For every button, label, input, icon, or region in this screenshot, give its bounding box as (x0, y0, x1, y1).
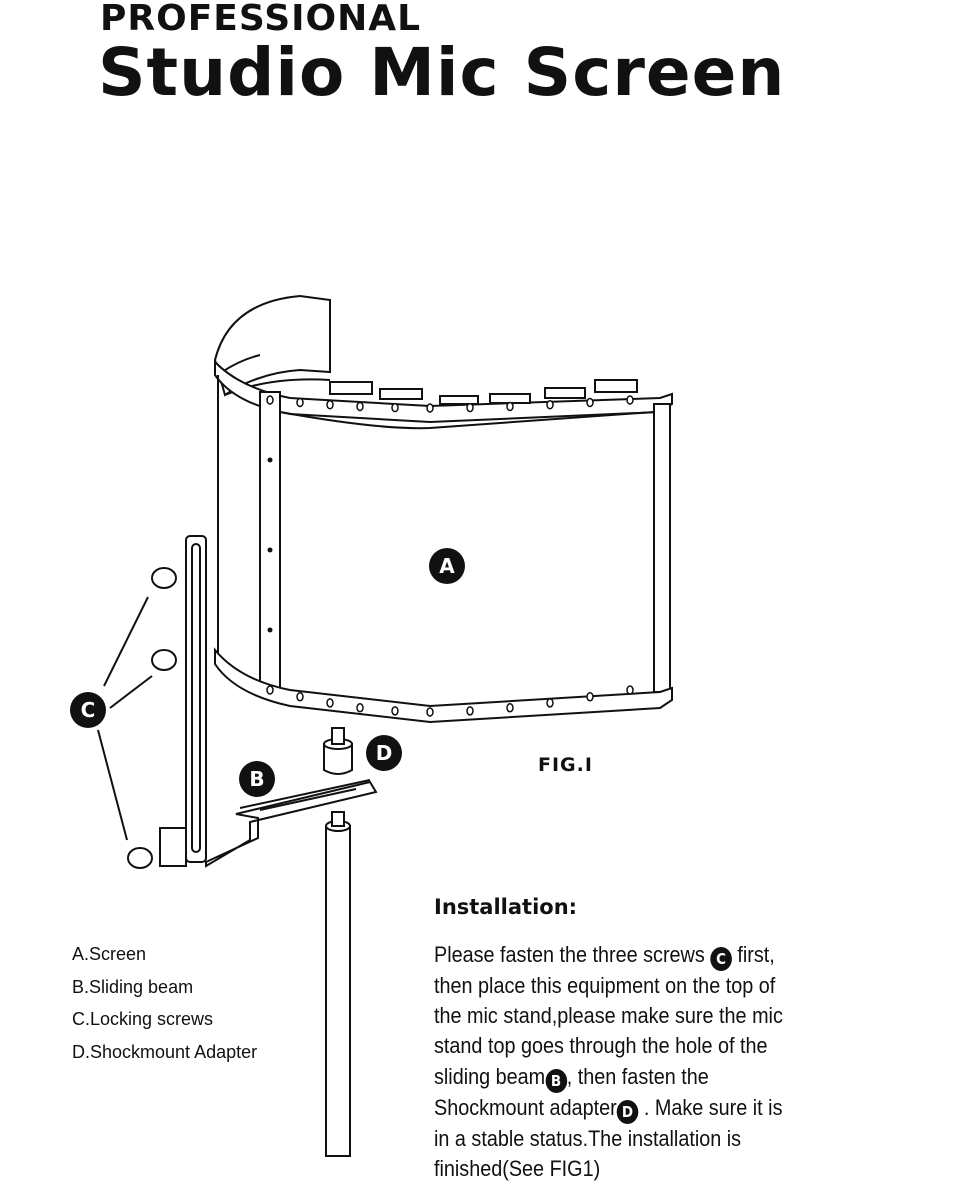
callout-d: D (366, 735, 402, 771)
instruction-text: stand top goes through the hole of the (434, 1033, 768, 1059)
rivet (466, 706, 474, 716)
rivet (546, 399, 554, 410)
rivet (266, 685, 274, 695)
part-item-locking-screws: C.Locking screws (72, 1009, 214, 1029)
rivet (326, 399, 334, 410)
badge-d: D (616, 1099, 639, 1124)
part-item-shockmount-adapter: D.Shockmount Adapter (72, 1041, 258, 1062)
rivet (356, 401, 364, 412)
product-title: Studio Mic Screen (98, 34, 786, 111)
rivet (586, 397, 594, 408)
brand-subtitle: PROFESSIONAL (100, 0, 422, 39)
rivet (266, 395, 274, 405)
rivet (391, 402, 399, 413)
instruction-text: . Make sure it is (638, 1094, 783, 1120)
screen-panel (213, 294, 673, 724)
mic-stand-pole (325, 811, 351, 1157)
instruction-text: sliding beam (434, 1063, 546, 1089)
rivet (466, 402, 474, 413)
figure-label: FIG.I (538, 754, 593, 776)
rivet (586, 692, 594, 702)
rivet (267, 627, 273, 633)
callout-b-letter: B (249, 767, 264, 791)
badge-b: B (545, 1068, 567, 1093)
rivet (391, 706, 399, 716)
instruction-text: Please fasten the three screws (434, 942, 711, 967)
badge-c: C (710, 947, 732, 971)
shockmount-adapter (323, 727, 353, 775)
rivet (506, 401, 514, 412)
callout-b: B (239, 761, 275, 797)
rivet (626, 685, 634, 695)
rivet (426, 403, 434, 413)
callout-c: C (70, 692, 106, 728)
instruction-text: finished(See FIG1) (434, 1155, 601, 1181)
rivet (296, 397, 304, 408)
sliding-beam (159, 535, 378, 868)
part-item-screen: A.Screen (72, 944, 147, 964)
parts-list: A.Screen B.Sliding beam C.Locking screws… (72, 938, 257, 1068)
instruction-text: Shockmount adapter (434, 1094, 617, 1120)
installation-heading: Installation: (434, 895, 578, 919)
part-item-sliding-beam: B.Sliding beam (72, 976, 194, 997)
instruction-text: then place this equipment on the top of (434, 973, 776, 998)
instruction-text: the mic stand,please make sure the mic (434, 1003, 783, 1029)
instruction-text: , then fasten the (566, 1063, 709, 1089)
instruction-text: first, (731, 942, 775, 967)
rivet (267, 547, 273, 553)
rivet (356, 703, 364, 713)
installation-instructions: Please fasten the three screws C first, … (434, 940, 803, 1184)
callout-a: A (429, 548, 465, 584)
callout-c-letter: C (81, 698, 96, 722)
rivet (626, 395, 634, 405)
rivet (546, 698, 554, 708)
instruction-text: in a stable status.The installation is (434, 1125, 742, 1151)
callout-d-letter: D (376, 741, 393, 765)
screen-rivets (266, 395, 634, 717)
rivet (267, 457, 273, 463)
rivet (326, 698, 334, 708)
rivet (426, 707, 434, 717)
locking-screws (97, 567, 177, 869)
rivet (296, 692, 304, 702)
rivet (506, 703, 514, 713)
callout-a-letter: A (439, 554, 455, 578)
